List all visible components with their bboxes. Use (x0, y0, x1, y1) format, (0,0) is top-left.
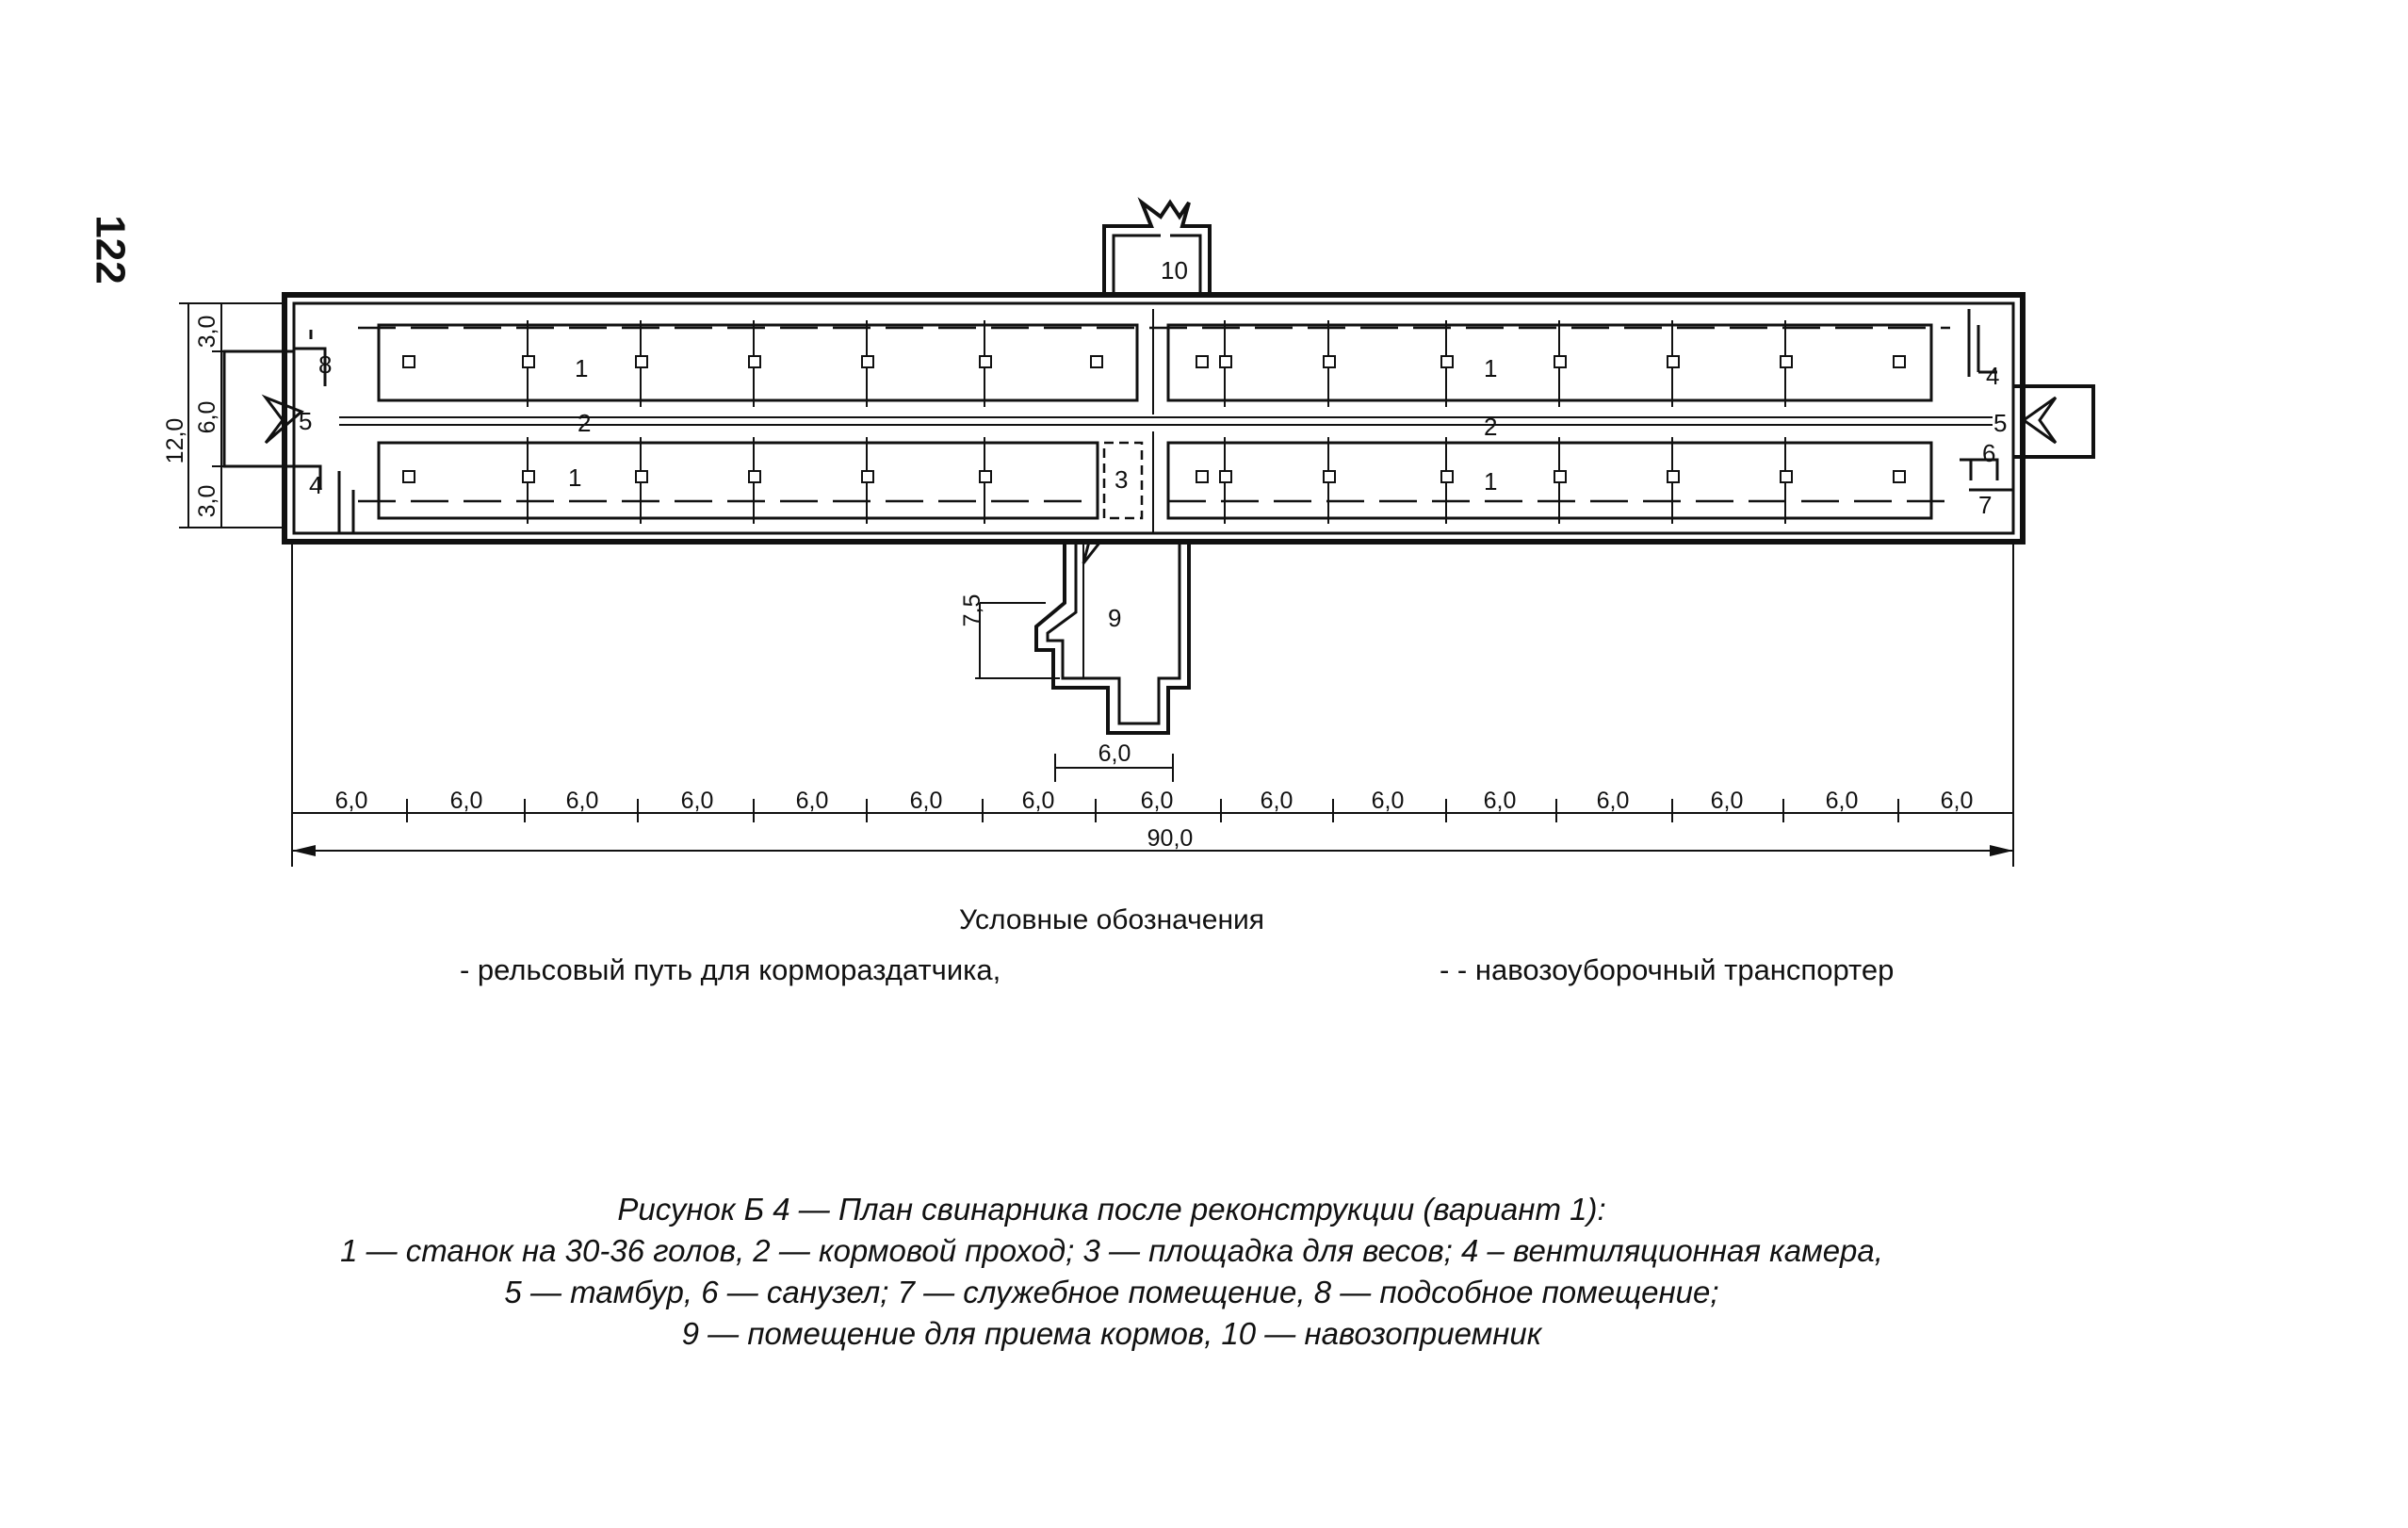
pen-label-se: 1 (1484, 467, 1497, 496)
pen-label-sw: 1 (568, 463, 581, 492)
dim-bay: 6,0 (681, 788, 714, 814)
toilet-label: 6 (1982, 439, 1995, 467)
dim-width-total: 12,0 (162, 418, 188, 464)
legend-title: Условные обозначения (958, 904, 1265, 935)
vent-chamber-label-west: 4 (309, 471, 322, 499)
dim-bay: 6,0 (1484, 788, 1517, 814)
manure-receiver-annex (1102, 197, 1212, 295)
dim-width-side-top: 3,0 (194, 316, 220, 349)
dim-bay: 6,0 (910, 788, 943, 814)
pen-block-nw (377, 323, 1139, 402)
dim-bay: 6,0 (1941, 788, 1974, 814)
vestibule-west-arrow (261, 394, 304, 445)
pen-block-ne (1166, 323, 1933, 402)
pen-label-ne: 1 (1484, 354, 1497, 382)
pen-block-sw (377, 441, 1099, 520)
caption-line-3: 5 — тамбур, 6 — санузел; 7 — служебное п… (504, 1275, 1719, 1309)
dim-bay: 6,0 (1141, 788, 1174, 814)
dim-bay: 6,0 (335, 788, 368, 814)
dim-bay: 6,0 (450, 788, 483, 814)
pen-block-se (1166, 441, 1933, 520)
caption-line-1: Рисунок Б 4 — План свинарника после реко… (617, 1192, 1606, 1227)
dimension-lines (179, 302, 2014, 867)
legend-rail-label: - рельсовый путь для кормораздатчика, (460, 953, 1001, 986)
dim-width-side-bottom: 3,0 (194, 485, 220, 518)
rail-track (339, 416, 1993, 426)
vestibule-label-east: 5 (1993, 409, 2007, 437)
figure-caption: Рисунок Б 4 — План свинарника после реко… (0, 1189, 2223, 1355)
office-label: 7 (1978, 491, 1992, 519)
pillars (402, 355, 1906, 483)
dim-bay: 6,0 (1022, 788, 1055, 814)
dim-width-middle: 6,0 (194, 401, 220, 434)
dim-annex-width: 6,0 (1098, 740, 1131, 767)
west-porch (222, 349, 294, 468)
dimension-labels: 12,0 3,0 6,0 3,0 7,5 6,0 6,0 6,0 6,0 6,0… (162, 316, 1973, 852)
dim-bay: 6,0 (1261, 788, 1293, 814)
feed-receiving-label: 9 (1108, 604, 1121, 632)
legend-conveyor-label: - - навозоуборочный транспортер (1440, 953, 1895, 986)
manure-conveyor-lines (358, 326, 1950, 503)
dim-annex-depth: 7,5 (959, 594, 985, 627)
manure-receiver-label: 10 (1161, 256, 1188, 284)
dim-bay: 6,0 (1597, 788, 1630, 814)
vestibule-east-arrow (2021, 396, 2058, 445)
scale-platform-label: 3 (1115, 465, 1128, 494)
pen-dividers (527, 309, 1786, 533)
utility-label: 8 (318, 350, 332, 379)
room-labels: 1 1 1 1 2 2 3 4 4 5 5 6 7 8 9 10 (299, 256, 2007, 632)
dim-bay: 6,0 (796, 788, 829, 814)
dim-bay: 6,0 (1711, 788, 1744, 814)
feed-receiving-annex (1034, 541, 1191, 735)
vent-chamber-label-east: 4 (1986, 362, 1999, 390)
scale-platform (1102, 441, 1144, 520)
dim-bay: 6,0 (566, 788, 599, 814)
feed-aisle-label-west: 2 (578, 409, 591, 437)
barn-floor-plan: 1 1 1 1 2 2 3 4 4 5 5 6 7 8 9 10 12,0 3,… (162, 197, 2095, 867)
west-small-rooms (294, 330, 355, 533)
feed-aisle-label-east: 2 (1484, 413, 1497, 441)
caption-line-4: 9 — помещение для приема кормов, 10 — на… (681, 1316, 1542, 1351)
caption-line-2: 1 — станок на 30-36 голов, 2 — кормовой … (340, 1233, 1883, 1268)
east-small-rooms (1960, 309, 2013, 492)
vestibule-label-west: 5 (299, 407, 312, 435)
dim-bay: 6,0 (1372, 788, 1405, 814)
dim-bay: 6,0 (1826, 788, 1859, 814)
dim-length-total: 90,0 (1147, 825, 1194, 852)
outer-wall (282, 292, 2026, 545)
east-extension (2013, 384, 2095, 459)
pen-label-nw: 1 (575, 354, 588, 382)
